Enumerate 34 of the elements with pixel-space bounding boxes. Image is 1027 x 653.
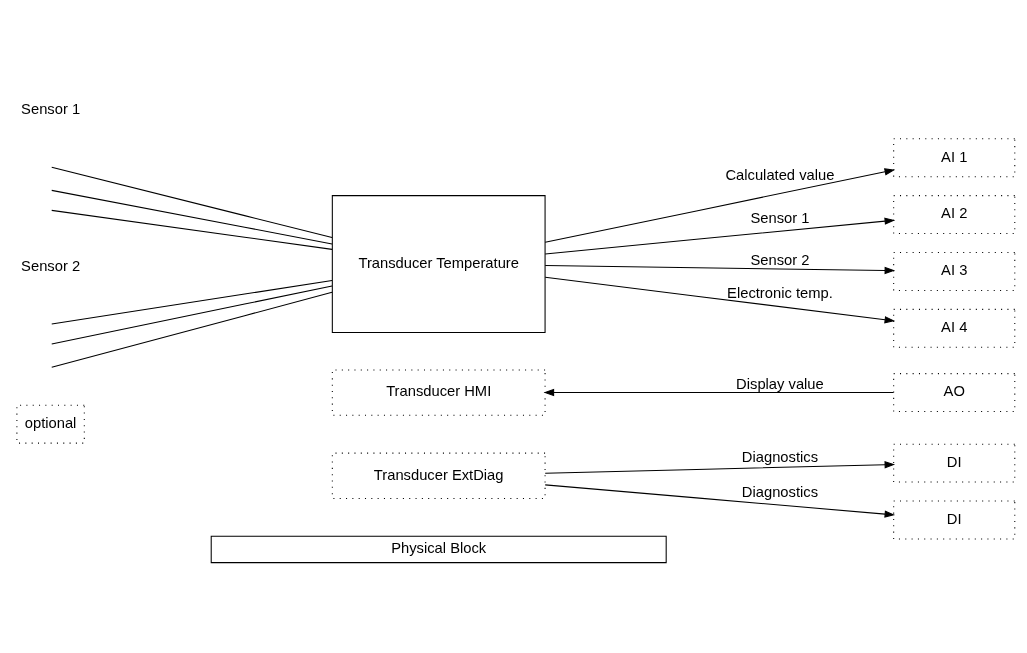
edge-label: Sensor 2 — [749, 251, 809, 268]
connector — [50, 291, 333, 368]
arrow — [544, 276, 895, 323]
edge-label: Diagnostics — [741, 483, 818, 500]
arrow — [544, 217, 895, 254]
arrow — [544, 264, 895, 274]
node-box: AI 1 — [892, 137, 1015, 177]
node-box: Transducer HMI — [331, 368, 546, 416]
edge-label: Display value — [735, 375, 824, 392]
label: Sensor 2 — [20, 257, 80, 274]
edge-label: Sensor 1 — [749, 209, 809, 226]
arrow — [544, 483, 895, 518]
legend-label: optional — [24, 414, 76, 431]
node-box: DI — [892, 443, 1015, 483]
connector — [50, 209, 333, 250]
node-box: DI — [892, 500, 1015, 539]
label: Sensor 1 — [20, 100, 80, 117]
node-box: AI 3 — [892, 251, 1015, 291]
node-box: Physical Block — [210, 535, 667, 563]
connector — [50, 279, 333, 325]
edge-label: Calculated value — [724, 166, 834, 183]
connector — [50, 189, 333, 244]
node-box: Transducer Temperature — [331, 194, 546, 333]
connector — [50, 166, 333, 238]
node-box: AI 2 — [892, 194, 1015, 234]
node-box: AO — [892, 372, 1015, 412]
node-box: Transducer ExtDiag — [331, 452, 546, 499]
arrow — [544, 167, 895, 243]
arrow — [544, 460, 895, 474]
connector — [50, 284, 333, 345]
edge-label: Diagnostics — [741, 448, 818, 465]
edge-label: Electronic temp. — [726, 284, 833, 301]
node-box: AI 4 — [892, 308, 1015, 348]
arrow — [543, 388, 894, 396]
